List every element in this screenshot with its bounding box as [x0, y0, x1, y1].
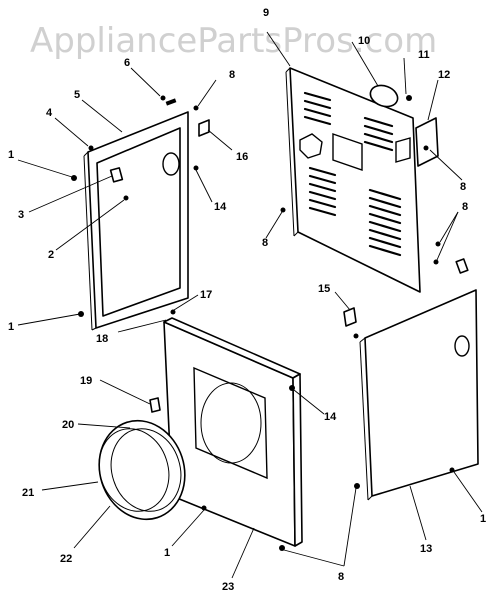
callout-18: 18 — [96, 333, 108, 345]
left-panel-bracket[interactable] — [198, 119, 210, 137]
callout-1: 1 — [164, 547, 170, 559]
callout-8: 8 — [229, 69, 235, 81]
callout-14: 14 — [214, 201, 227, 213]
door-clip[interactable] — [149, 397, 161, 413]
leader-lines — [17, 31, 483, 579]
callout-19: 19 — [80, 375, 92, 387]
callout-8: 8 — [338, 571, 344, 583]
left-panel-clip[interactable] — [109, 167, 124, 183]
back-panel[interactable] — [285, 67, 421, 293]
front-panel[interactable] — [163, 317, 303, 547]
callout-10: 10 — [358, 35, 370, 47]
callout-4: 4 — [46, 107, 53, 119]
callout-8: 8 — [262, 237, 268, 249]
callout-1: 1 — [480, 513, 486, 525]
callout-2: 2 — [48, 249, 54, 261]
callout-16: 16 — [236, 151, 248, 163]
callout-8: 8 — [462, 201, 468, 213]
callout-21: 21 — [22, 487, 34, 499]
callout-6: 6 — [124, 57, 130, 69]
callout-14: 14 — [324, 411, 337, 423]
callout-13: 13 — [420, 543, 432, 555]
callout-5: 5 — [74, 89, 80, 101]
callout-11: 11 — [418, 49, 430, 61]
callout-12: 12 — [438, 69, 450, 81]
callout-17: 17 — [200, 289, 212, 301]
callout-22: 22 — [60, 553, 72, 565]
callout-9: 9 — [263, 7, 269, 19]
callout-3: 3 — [18, 209, 24, 221]
door-seal-ring[interactable] — [87, 409, 198, 530]
callout-20: 20 — [62, 419, 74, 431]
callout-15: 15 — [318, 283, 330, 295]
screw-11[interactable] — [406, 95, 412, 101]
access-cover-round[interactable] — [367, 82, 400, 110]
callout-1: 1 — [8, 149, 14, 161]
back-panel-vents — [303, 91, 402, 257]
callout-1: 1 — [8, 321, 14, 333]
right-panel-bracket[interactable] — [343, 307, 357, 327]
watermark: AppliancePartsPros.com — [30, 21, 437, 61]
callout-23: 23 — [222, 581, 234, 593]
callout-8: 8 — [460, 181, 466, 193]
right-side-panel[interactable] — [359, 289, 479, 501]
cover-plate[interactable] — [415, 117, 439, 167]
right-panel-clip[interactable] — [455, 258, 469, 274]
callout-labels: 1 1 1 1 2 3 4 5 6 8 8 8 8 8 9 10 11 12 1… — [8, 7, 486, 593]
screws — [71, 95, 455, 551]
left-side-panel[interactable] — [83, 111, 189, 331]
